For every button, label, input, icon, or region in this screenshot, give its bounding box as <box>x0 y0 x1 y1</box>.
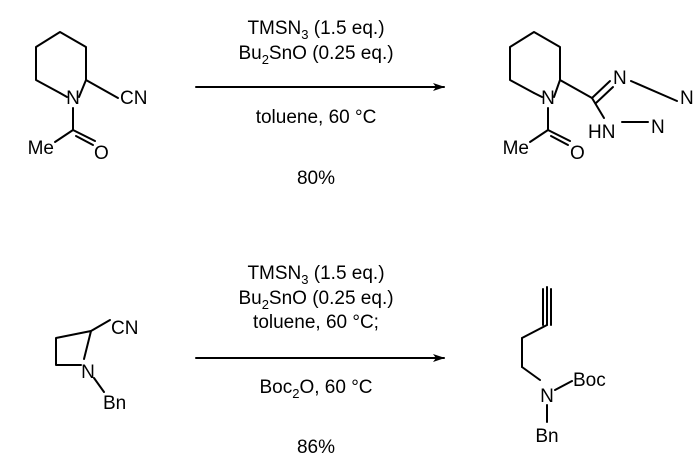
propargylic-bond <box>521 324 548 339</box>
reaction-1-conditions: TMSN3 (1.5 eq.) Bu2SnO (0.25 eq.) toluen… <box>195 18 445 189</box>
atom-n-tetrazole-3: N <box>651 117 665 138</box>
nitrile-bond <box>90 319 111 332</box>
atom-o: O <box>570 143 585 164</box>
atom-bn: Bn <box>535 426 558 447</box>
atom-cn: CN <box>120 88 147 109</box>
reactant-1-structure: N CN Me O <box>28 31 147 164</box>
yield-label: 80% <box>297 168 335 189</box>
reactant-2-structure: CN N Bn <box>55 318 138 414</box>
reaction-2-conditions: TMSN3 (1.5 eq.) Bu2SnO (0.25 eq.) toluen… <box>195 263 445 458</box>
product-1-structure: N Me O HN N N N <box>503 31 694 164</box>
ring-tetrazole-bond <box>559 79 593 99</box>
atom-n-tetrazole-2: N <box>613 68 627 89</box>
n-benzyl-bond <box>93 377 105 393</box>
second-step-conditions: Boc2O, 60 °C <box>259 377 372 401</box>
atom-bn: Bn <box>103 393 126 414</box>
reagent-line-2: Bu2SnO (0.25 eq.) <box>238 288 393 312</box>
atom-o: O <box>94 143 109 164</box>
atom-n: N <box>81 362 95 383</box>
product-2-structure: N Boc Bn <box>521 286 606 447</box>
atom-n-tetrazole-4: N <box>680 88 694 109</box>
solvent-temperature: toluene, 60 °C <box>256 107 377 128</box>
reagent-line-1: TMSN3 (1.5 eq.) <box>247 18 384 42</box>
azetidine-ring-bonds <box>55 330 92 366</box>
reagent-line-1: TMSN3 (1.5 eq.) <box>247 263 384 287</box>
reaction-1: N CN Me O TMSN3 (1.5 eq.) Bu2SnO (0.25 e… <box>28 18 694 189</box>
atom-n: N <box>66 88 80 109</box>
reaction-2: CN N Bn TMSN3 (1.5 eq.) Bu2SnO (0.25 eq.… <box>55 263 606 458</box>
atom-boc: Boc <box>573 370 606 391</box>
atom-me: Me <box>28 138 54 159</box>
reagent-line-2: Bu2SnO (0.25 eq.) <box>238 43 393 67</box>
tetrazole-c-n-bond <box>591 80 611 99</box>
atom-cn: CN <box>111 318 138 339</box>
solvent-temperature: toluene, 60 °C; <box>253 312 379 333</box>
atom-n: N <box>541 88 555 109</box>
piperidine-ring-bonds <box>509 31 561 94</box>
yield-label: 86% <box>297 437 335 458</box>
nitrile-bond <box>85 79 119 99</box>
atom-hn: HN <box>588 122 615 143</box>
n-boc-bond <box>554 380 573 391</box>
atom-n: N <box>540 386 554 407</box>
piperidine-ring-bonds <box>35 31 87 94</box>
carbonyl-double-bond <box>72 129 96 142</box>
atom-me: Me <box>503 138 529 159</box>
carbonyl-double-bond <box>547 129 571 142</box>
